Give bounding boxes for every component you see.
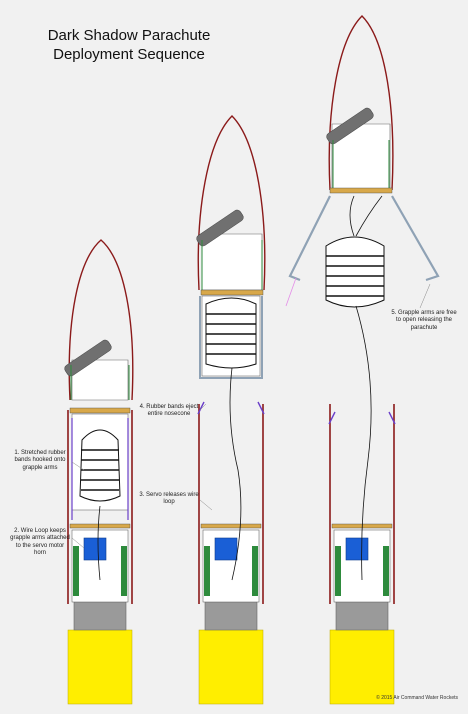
servo-motor <box>214 537 238 561</box>
note-step-1: 1. Stretched rubber bands hooked onto gr… <box>14 450 66 471</box>
title-line-1: Dark Shadow Parachute <box>47 27 211 44</box>
wire-loop <box>229 367 242 581</box>
diagram-title: Dark Shadow Parachute Deployment Sequenc… <box>24 26 234 64</box>
leader-lines <box>71 283 431 549</box>
leader-note-4 <box>199 403 207 411</box>
booster-section <box>329 629 395 705</box>
note-step-4: 4. Rubber bands eject entire nosecone <box>139 404 199 418</box>
leader-note-5 <box>419 283 431 309</box>
shroud-lines <box>349 195 383 237</box>
parachute-pack <box>325 236 385 308</box>
loose-band-left <box>285 277 297 307</box>
parachute-pack <box>79 429 121 502</box>
nose-bulkhead <box>329 187 393 194</box>
booster-section <box>67 629 133 705</box>
note-step-3: 3. Servo releases wire loop <box>139 492 199 506</box>
grapple-arm-right <box>391 195 440 282</box>
nose-bulkhead <box>69 407 131 414</box>
leader-note-3 <box>199 499 213 511</box>
rocket-stage-1 <box>64 239 134 705</box>
nosecone-body <box>71 359 129 401</box>
leader-note-2 <box>71 537 85 549</box>
rubber-band-left <box>197 401 205 415</box>
parachute-pack <box>205 297 257 369</box>
nose-bulkhead <box>200 289 264 296</box>
camera <box>196 209 244 247</box>
nosecone-outline <box>328 15 394 191</box>
nosecone-outline <box>197 115 266 291</box>
nosecone-body <box>201 233 263 291</box>
rubber-band-right <box>388 411 396 425</box>
booster-section <box>198 629 264 705</box>
title-line-2: Deployment Sequence <box>53 46 205 63</box>
camera <box>326 107 374 145</box>
parachute-wraps <box>81 449 119 491</box>
rubber-band-left <box>328 411 336 425</box>
bulkhead <box>200 523 262 529</box>
circuit-board-left <box>204 546 210 596</box>
wire-loop <box>97 505 101 581</box>
circuit-board-right <box>252 546 258 596</box>
note-step-5: 5. Grapple arms are free to open releasi… <box>391 310 457 331</box>
circuit-board-right <box>383 546 389 596</box>
servo-motor <box>345 537 369 561</box>
rocket-stage-3 <box>285 15 440 705</box>
grapple-arm-left <box>288 195 331 282</box>
nosecone-outline <box>68 239 134 401</box>
bulkhead <box>69 523 131 529</box>
parachute-wraps <box>206 313 256 355</box>
rocket-stage-2 <box>196 115 266 705</box>
leader-note-1 <box>71 461 85 471</box>
parachute-wraps <box>326 255 384 297</box>
circuit-board-right <box>121 546 127 596</box>
copyright: © 2015 Air Command Water Rockets <box>376 695 458 701</box>
camera <box>64 339 112 377</box>
note-step-2: 2. Wire Loop keeps grapple arms attached… <box>10 528 70 557</box>
rubber-band-right <box>257 401 265 415</box>
circuit-board-left <box>335 546 341 596</box>
servo-motor <box>83 537 107 561</box>
wire-loop <box>355 305 372 581</box>
circuit-board-left <box>73 546 79 596</box>
